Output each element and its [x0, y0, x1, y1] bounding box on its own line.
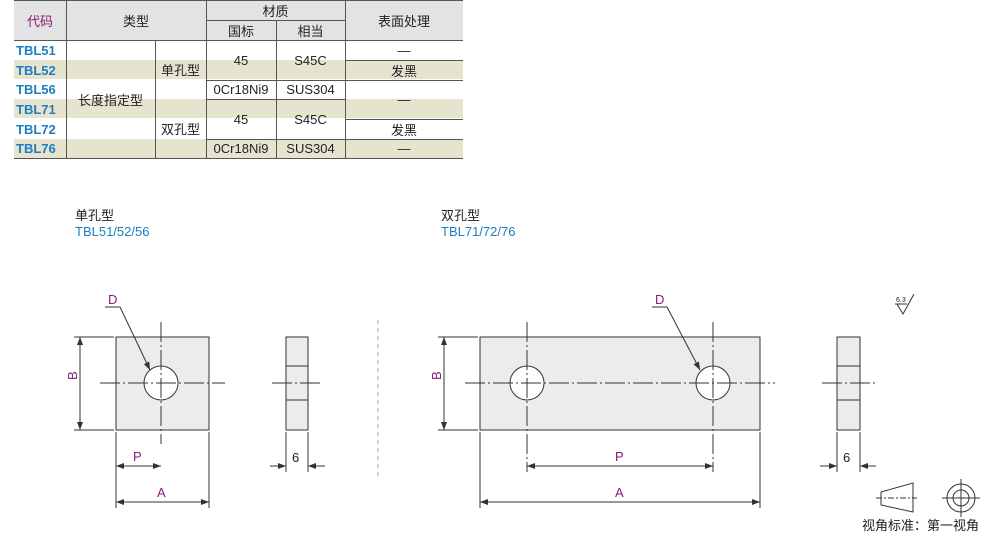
single-side-view — [270, 336, 325, 472]
double-hole-title: 双孔型 TBL71/72/76 — [441, 208, 515, 240]
divider — [206, 99, 345, 100]
dim-label-thickness: 6 — [292, 450, 299, 465]
divider — [345, 0, 346, 158]
code-cell: TBL76 — [16, 141, 56, 156]
divider — [206, 20, 345, 21]
equiv-cell: SUS304 — [286, 82, 335, 97]
divider — [276, 20, 277, 158]
length-type-cell: 长度指定型 — [77, 92, 143, 108]
gb-cell: 0Cr18Ni9 — [213, 82, 269, 97]
dim-label-b: B — [65, 371, 80, 380]
spec-table: 代码 类型 材质 国标 相当 表面处理 TBL51 TBL52 TBL56 TB… — [14, 0, 463, 159]
divider — [66, 0, 67, 158]
double-title-text: 双孔型 — [441, 208, 481, 223]
double-codes: TBL71/72/76 — [441, 224, 516, 239]
header-equiv: 相当 — [276, 20, 345, 40]
dim-label-thickness: 6 — [843, 450, 850, 465]
roughness-symbol — [895, 293, 915, 316]
surface-cell: 发黑 — [390, 122, 417, 138]
single-hole-cell: 单孔型 — [160, 63, 200, 78]
double-side-view — [820, 336, 876, 472]
dim-label-a: A — [615, 485, 624, 500]
gb-cell: 0Cr18Ni9 — [213, 141, 269, 156]
first-angle-projection-icon — [876, 479, 980, 517]
row-stripe — [14, 60, 463, 79]
divider — [345, 119, 463, 120]
dim-label-a: A — [157, 485, 166, 500]
equiv-cell: SUS304 — [286, 141, 335, 156]
dim-label-d: D — [108, 292, 117, 307]
surface-cell: — — [397, 141, 411, 156]
divider — [155, 40, 156, 158]
divider — [345, 60, 463, 61]
code-cell: TBL56 — [16, 82, 56, 97]
surface-cell: — — [397, 42, 411, 58]
single-front-view — [74, 306, 225, 508]
row-stripe — [14, 139, 463, 158]
code-cell: TBL72 — [16, 121, 56, 137]
projection-label: 视角标准：第一视角 — [862, 518, 979, 533]
gb-cell: 45 — [233, 111, 249, 127]
divider — [14, 158, 463, 159]
dim-label-d: D — [655, 292, 664, 307]
single-title-text: 单孔型 — [75, 208, 115, 223]
row-stripe — [14, 99, 463, 118]
code-cell: TBL51 — [16, 42, 56, 58]
divider — [206, 139, 463, 140]
double-front-view — [438, 306, 775, 508]
dim-label-p: P — [133, 449, 142, 464]
header-code: 代码 — [14, 0, 66, 40]
roughness-value: 6.3 — [896, 297, 906, 304]
gb-cell: 45 — [233, 52, 249, 68]
single-hole-title: 单孔型 TBL51/52/56 — [75, 208, 149, 240]
header-surface: 表面处理 — [345, 0, 463, 40]
dim-label-p: P — [615, 449, 624, 464]
divider — [14, 40, 463, 41]
header-type: 类型 — [66, 0, 206, 40]
code-cell: TBL71 — [16, 101, 56, 117]
dim-label-b: B — [429, 371, 444, 380]
equiv-cell: S45C — [294, 52, 327, 68]
header-gb: 国标 — [206, 20, 276, 40]
single-codes: TBL51/52/56 — [75, 224, 150, 239]
equiv-cell: S45C — [294, 111, 327, 127]
code-cell: TBL52 — [16, 62, 56, 78]
divider — [14, 0, 463, 1]
header-material: 材质 — [206, 0, 345, 20]
divider — [206, 80, 463, 81]
surface-cell: 发黑 — [390, 63, 417, 79]
divider — [206, 0, 207, 158]
surface-cell: — — [397, 92, 411, 107]
double-hole-cell: 双孔型 — [160, 122, 200, 137]
